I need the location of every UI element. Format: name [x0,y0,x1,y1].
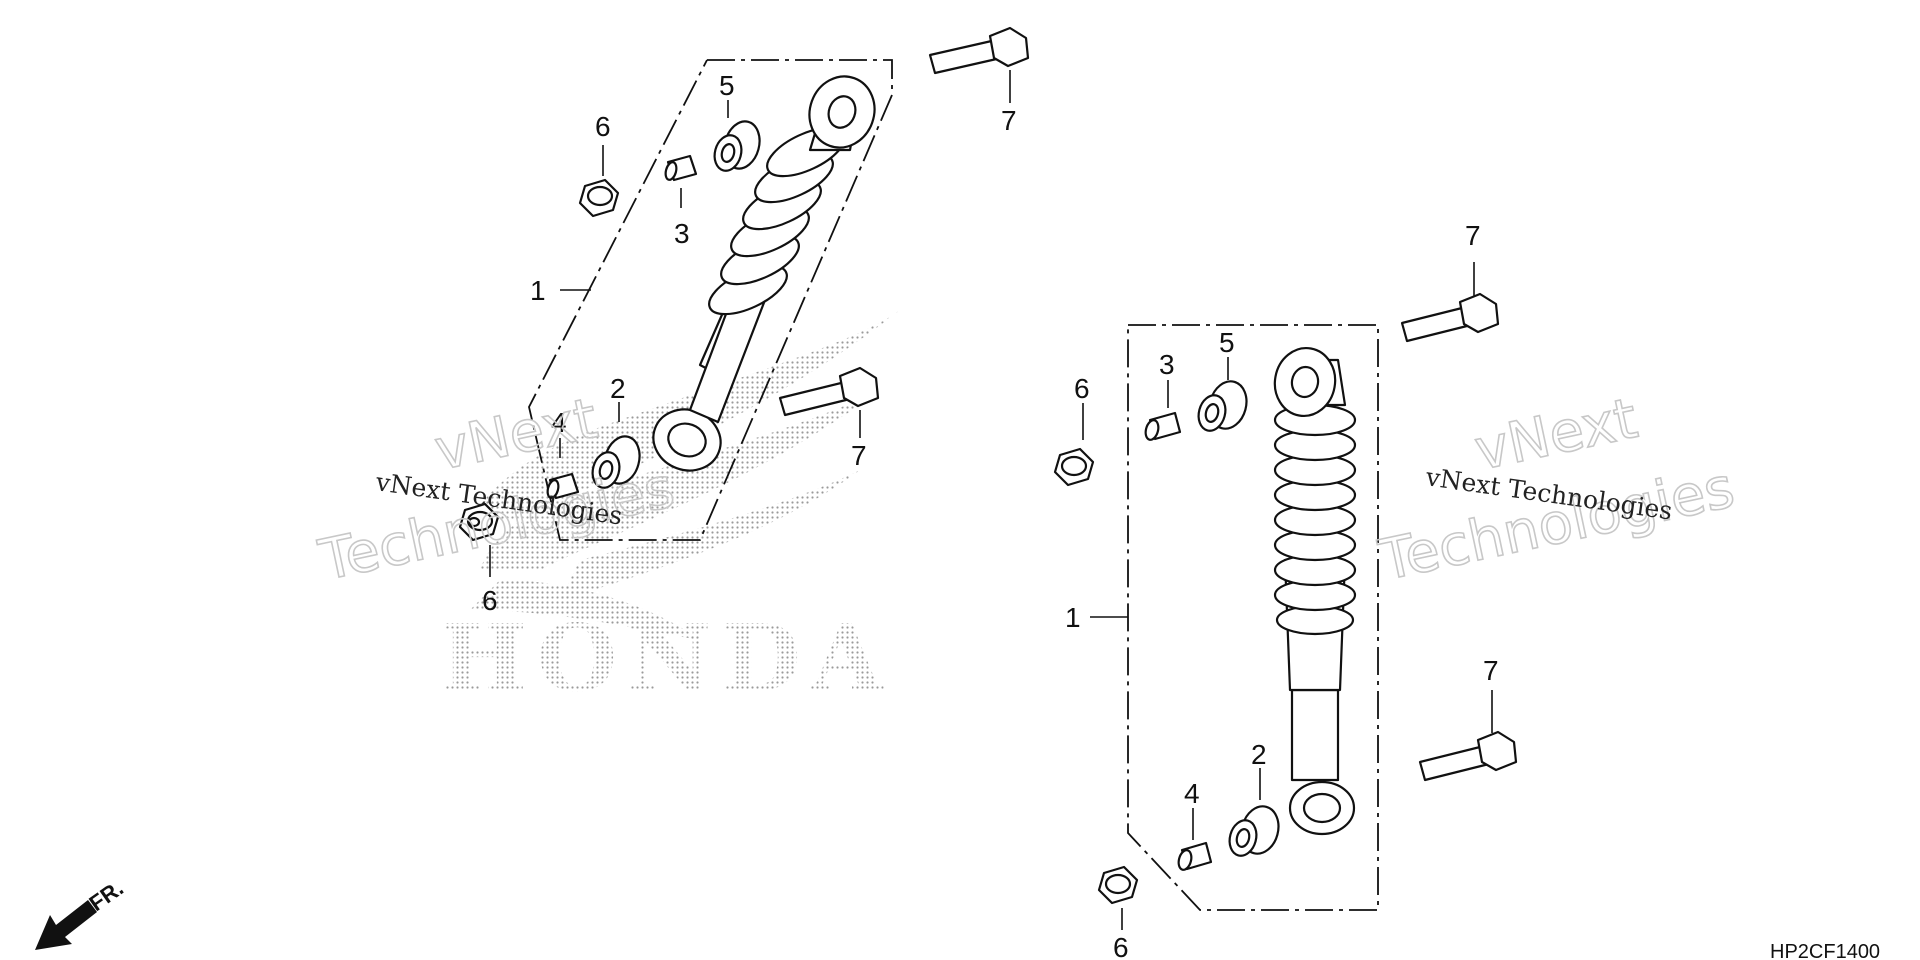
watermark-big-line1-right: vNext [1469,386,1643,484]
right-nut-6-top [1053,447,1095,487]
left-bolt-7-top [928,26,1030,75]
callout-6-right-bottom: 6 [1113,932,1129,960]
right-shock-assembly: 1 2 3 4 5 6 6 7 7 [1053,220,1518,960]
left-nut-6-bottom [458,502,500,542]
right-nut-6-bottom [1097,865,1139,905]
right-bush-3 [1144,411,1182,441]
callout-7-right-top: 7 [1465,220,1481,251]
right-bolt-7-top [1400,292,1500,343]
callout-5-left: 5 [719,70,735,101]
left-nut-6-top [578,178,620,218]
left-bush-3 [664,154,698,182]
callout-5-right: 5 [1219,327,1235,358]
callout-2-left: 2 [610,373,626,404]
left-shock-absorber [652,75,876,472]
left-collar-2 [591,435,641,489]
diagram-code: HP2CF1400 [1770,941,1880,960]
callout-2-right: 2 [1251,739,1267,770]
left-group-bracket [528,59,893,541]
arrow-left-down-icon [35,900,97,950]
callout-3-left: 3 [674,218,690,249]
right-group-bracket [1127,324,1379,911]
callout-1-left: 1 [530,275,546,306]
right-shock-absorber [1273,347,1357,836]
callout-4-left: 4 [551,407,567,438]
honda-wordmark: HONDA [440,604,892,712]
honda-wing-logo [470,310,900,640]
right-collar-2 [1228,805,1280,857]
callout-3-right: 3 [1159,349,1175,380]
right-bolt-7-bottom [1418,730,1518,782]
callout-4-right: 4 [1184,778,1200,809]
callout-6-right-top: 6 [1074,373,1090,404]
right-bush-4 [1177,841,1213,871]
right-collar-5 [1197,380,1248,432]
callout-6-left-top: 6 [595,111,611,142]
left-shock-assembly: 1 2 3 4 5 6 6 7 7 [458,26,1030,616]
front-direction-arrow: FR. [35,875,128,950]
left-bolt-7-bottom [778,366,880,417]
left-bush-4 [546,472,580,500]
callout-7-right-bottom: 7 [1483,655,1499,686]
callout-7-left-bottom: 7 [851,440,867,471]
callout-6-left-bottom: 6 [482,585,498,616]
callout-1-right: 1 [1065,602,1081,633]
callout-7-left-top: 7 [1001,105,1017,136]
left-collar-5 [713,120,761,172]
